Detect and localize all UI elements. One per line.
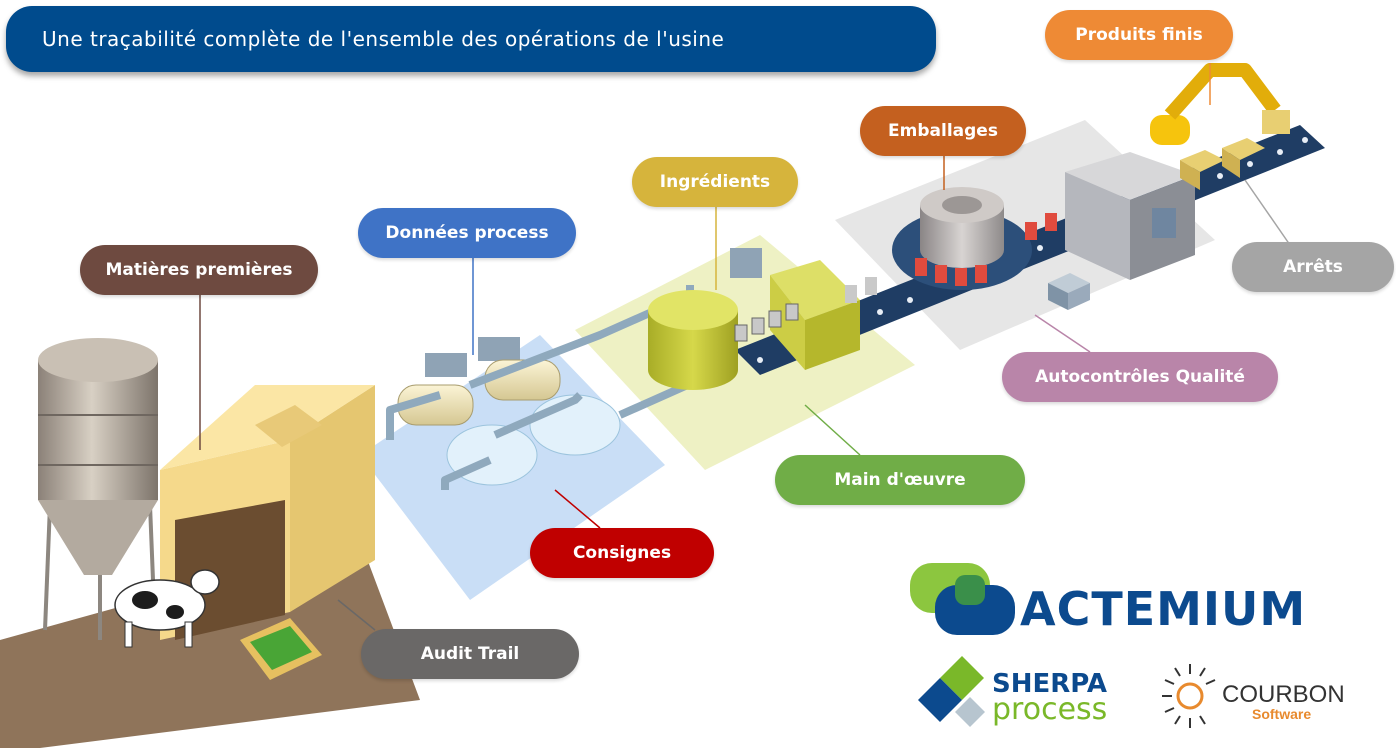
process-tanks bbox=[386, 285, 712, 490]
label-emballages: Emballages bbox=[860, 106, 1026, 156]
courbon-logo-text: COURBON bbox=[1222, 681, 1345, 708]
courbon-logo-mark bbox=[1162, 664, 1216, 728]
quality-terminal bbox=[1048, 273, 1090, 310]
cans-green bbox=[734, 303, 799, 342]
cooking-oven bbox=[770, 260, 860, 370]
label-donnees-process: Données process bbox=[358, 208, 576, 258]
sherpa-logo-subtext: process bbox=[992, 692, 1108, 727]
label-consignes: Consignes bbox=[530, 528, 714, 578]
label-audit-trail: Audit Trail bbox=[361, 629, 579, 679]
cans-red bbox=[845, 204, 1077, 303]
label-produits-finis: Produits finis bbox=[1045, 10, 1233, 60]
page-title: Une traçabilité complète de l'ensemble d… bbox=[6, 6, 936, 72]
label-main-oeuvre: Main d'œuvre bbox=[775, 455, 1025, 505]
courbon-logo-subtext: Software bbox=[1252, 706, 1312, 722]
warehouse-side bbox=[290, 385, 375, 612]
cow bbox=[114, 569, 220, 648]
connector-lines bbox=[199, 63, 1291, 631]
actemium-logo-mark bbox=[910, 563, 1015, 635]
actemium-logo-text: ACTEMIUM bbox=[1020, 582, 1307, 636]
label-ingredients: Ingrédients bbox=[632, 157, 798, 207]
packaging-machine bbox=[1065, 152, 1195, 280]
boxes-and-robot bbox=[1150, 63, 1290, 190]
mixer bbox=[648, 248, 762, 390]
label-arrets: Arrêts bbox=[1232, 242, 1394, 292]
warehouse-roof-vent bbox=[255, 405, 322, 447]
label-matieres-premieres: Matières premières bbox=[80, 245, 318, 295]
vegetable-crate bbox=[240, 618, 322, 680]
sherpa-logo-mark bbox=[918, 656, 985, 727]
label-autocontroles-qualite: Autocontrôles Qualité bbox=[1002, 352, 1278, 402]
sherpa-logo-text: SHERPA bbox=[992, 669, 1108, 699]
